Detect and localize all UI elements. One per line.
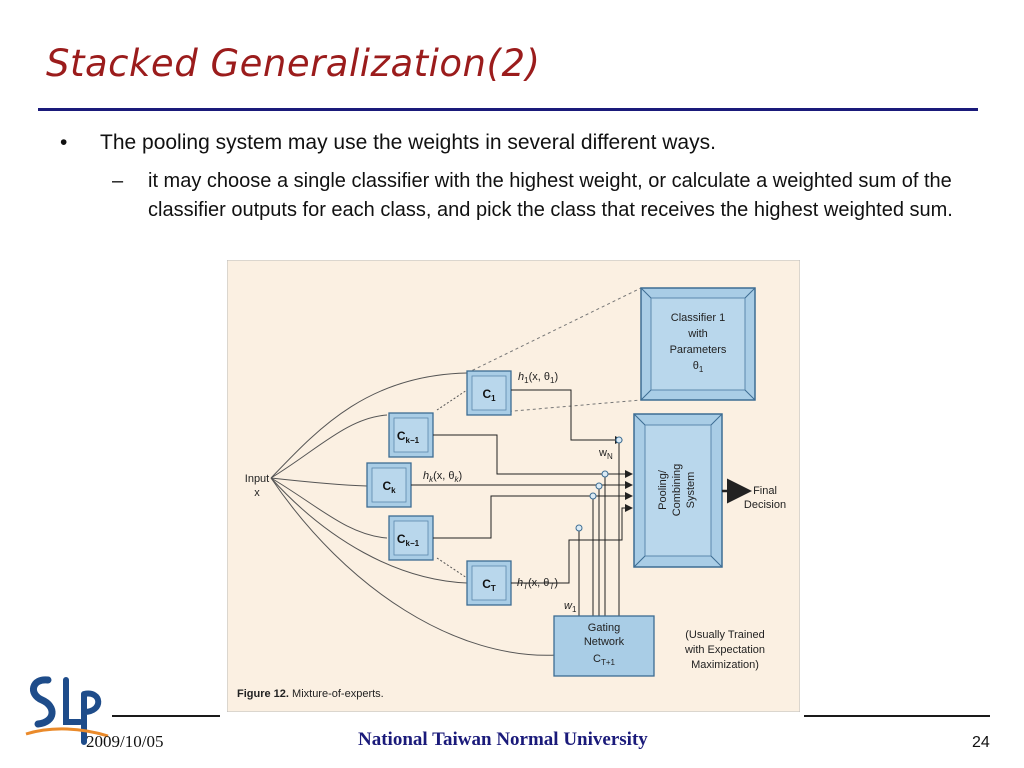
detail-line-4: θ1 [693,360,704,374]
svg-text:System: System [685,472,697,509]
svg-text:Gating: Gating [588,622,620,634]
gating-note-1: (Usually Trained [685,629,764,641]
classifier-output-lines [411,389,633,584]
classifier-c1: C1 [466,370,512,416]
footer-date: 2009/10/05 [86,732,164,751]
svg-text:Ck−1: Ck−1 [397,532,420,548]
sub-bullet-text: it may choose a single classifier with t… [148,170,953,221]
classifier-ck-minus-1-top: Ck−1 [388,412,434,458]
svg-text:Network: Network [584,636,625,648]
pooling-combining-system: Pooling/ Combining System [633,413,723,568]
hk-label: hk(x, θk) [423,470,462,484]
input-curves [270,372,558,656]
gating-note-3: Maximization) [691,659,759,671]
final-label-1: Final [753,485,777,497]
footer-rule-right [804,715,990,717]
title-divider [38,108,978,111]
h1-label: h1(x, θ1) [518,371,558,385]
page-number: 24 [972,734,990,751]
slp-logo [25,676,109,745]
svg-text:CT: CT [482,577,496,593]
svg-text:Pooling/: Pooling/ [657,469,669,510]
gating-note-2: with Expectation [684,644,765,656]
classifier-ct: CT [466,560,512,606]
sub-bullet-marker: – [112,170,124,192]
input-var-label: x [254,487,260,499]
svg-text:Combining: Combining [671,464,683,517]
slide-title: Stacked Generalization(2) [46,42,541,85]
figure-caption: Figure 12. Mixture-of-experts. [237,688,384,700]
svg-text:Ck: Ck [382,479,396,495]
input-label: Input [245,473,269,485]
mixture-of-experts-figure: Classifier 1 with Parameters θ1 Input x … [227,260,800,712]
detail-line-1: Classifier 1 [671,312,725,324]
classifier-ck-minus-1-bottom: Ck−1 [388,515,434,561]
classifier-ck: Ck [366,462,412,508]
w1-label: w1 [564,600,577,614]
detail-line-2: with [687,328,708,340]
footer-university: National Taiwan Normal University [358,729,648,750]
gating-weight-lines [578,440,620,616]
final-label-2: Decision [744,499,786,511]
svg-text:CT+1: CT+1 [593,653,616,667]
svg-text:Ck−1: Ck−1 [397,429,420,445]
ht-label: hT(x, θT) [517,577,558,591]
weight-nodes [575,436,623,532]
gating-network: Gating Network CT+1 [553,615,655,677]
svg-text:C1: C1 [482,387,496,403]
zoom-line-bottom [466,399,642,416]
detail-line-3: Parameters [670,344,727,356]
zoom-line-top [466,287,642,374]
bullet-text: The pooling system may use the weights i… [100,131,716,154]
bullet-marker: • [60,131,68,154]
wn-label: wN [598,447,613,461]
classifier-detail-box: Classifier 1 with Parameters θ1 [640,287,756,401]
footer-rule-left [112,715,220,717]
